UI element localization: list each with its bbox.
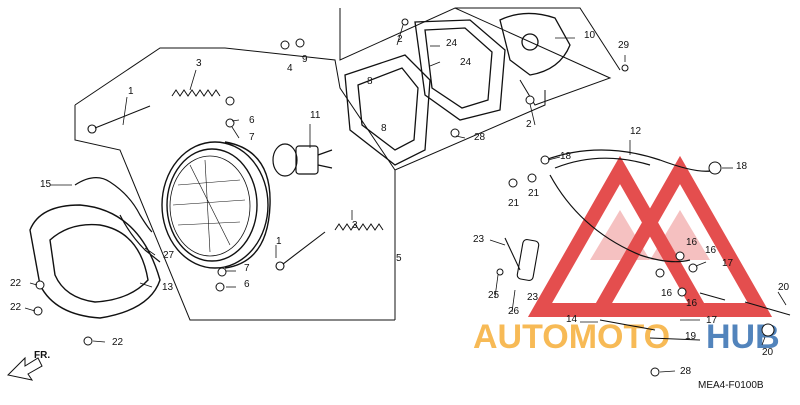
callout-p18: 18 (560, 151, 572, 162)
callout-p9: 9 (302, 54, 308, 65)
callout-p13: 13 (162, 282, 174, 293)
callout-p28b: 28 (680, 366, 692, 377)
headlight-rim-outer (161, 141, 269, 269)
callout-p22: 22 (10, 278, 22, 289)
mount-bolt (504, 237, 791, 341)
callout-p28: 28 (474, 132, 486, 143)
bulb-glass (272, 143, 298, 177)
mount-bracket-inner (424, 27, 493, 109)
callout-p5: 5 (396, 253, 402, 264)
callout-p16b: 16 (705, 245, 717, 256)
case-frame (344, 54, 431, 166)
leader-lines (24, 24, 787, 373)
diagram-code: MEA4-F0100B (698, 380, 764, 391)
callout-p12: 12 (630, 126, 642, 137)
front-direction-arrow: FR. (6, 350, 50, 381)
headlight-rim-inner (166, 148, 258, 262)
callout-p14: 14 (566, 314, 578, 325)
callout-p25: 25 (488, 290, 500, 301)
adjuster-screws (87, 105, 326, 271)
mount-bracket (414, 19, 506, 121)
callout-p24: 24 (446, 38, 458, 49)
headlight-case (344, 12, 571, 166)
callout-p22c: 22 (112, 337, 124, 348)
callout-p18b: 18 (736, 161, 748, 172)
callout-p16: 16 (686, 237, 698, 248)
callout-p17: 17 (722, 258, 734, 269)
rear-cover (499, 12, 571, 76)
watermark-triangles (527, 155, 773, 317)
callout-p2: 2 (397, 34, 403, 45)
callout-p24b: 24 (460, 57, 472, 68)
callout-p7b: 7 (244, 263, 250, 274)
headlight-unit (161, 141, 271, 269)
group-outline-3 (455, 7, 621, 71)
callout-p10: 10 (584, 30, 596, 41)
callout-p7: 7 (249, 132, 255, 143)
callout-p21b: 21 (528, 188, 540, 199)
callout-p27: 27 (163, 250, 175, 261)
callout-p15: 15 (40, 179, 52, 190)
callout-p1b: 1 (276, 236, 282, 247)
callout-p11: 11 (310, 110, 321, 121)
callout-p6: 6 (249, 115, 255, 126)
callout-p19: 19 (685, 331, 697, 342)
right-group-outline (339, 7, 612, 106)
callout-p8: 8 (367, 76, 373, 87)
adjuster-springs (171, 89, 384, 231)
group-outlines (74, 7, 621, 321)
callout-p16c: 16 (661, 288, 673, 299)
bulb-socket (295, 145, 319, 175)
visor-outer (29, 204, 161, 319)
watermark-text-orange: AUTOMOTO (473, 318, 670, 356)
bulb (272, 143, 333, 177)
visor (29, 204, 161, 319)
callout-labels: 1122334566778891011121314151616161617171… (10, 30, 790, 377)
callout-p1: 1 (128, 86, 134, 97)
left-group-outline-lower (74, 105, 395, 321)
callout-p3: 3 (196, 58, 202, 69)
watermark-logo: AUTOMOTO HUB (473, 155, 780, 356)
callout-p29: 29 (618, 40, 630, 51)
callout-p8b: 8 (381, 123, 387, 134)
signal-stay (544, 149, 716, 263)
callout-p22b: 22 (10, 302, 22, 313)
callout-p21: 21 (508, 198, 520, 209)
callout-p4: 4 (287, 63, 293, 74)
wire-harness (74, 177, 161, 263)
case-inner (357, 67, 419, 151)
callout-p2b: 2 (526, 119, 532, 130)
left-group-outline (74, 47, 546, 171)
callout-p23b: 23 (527, 292, 539, 303)
callout-p26: 26 (508, 306, 520, 317)
callout-p3b: 3 (352, 220, 358, 231)
arrow-icon (6, 356, 43, 381)
callout-p20: 20 (778, 282, 790, 293)
callout-p20b: 20 (762, 347, 774, 358)
callout-p16d: 16 (686, 298, 698, 309)
lens-pattern (172, 159, 246, 253)
watermark-triangles-inner (590, 210, 710, 260)
visor-inner (49, 223, 149, 303)
callout-p6b: 6 (244, 279, 250, 290)
headlight-shell (224, 141, 271, 269)
callout-p17b: 17 (706, 315, 718, 326)
headlight-lens (169, 155, 251, 257)
front-label: FR. (34, 350, 50, 361)
fasteners (33, 18, 775, 377)
callout-p23: 23 (473, 234, 485, 245)
